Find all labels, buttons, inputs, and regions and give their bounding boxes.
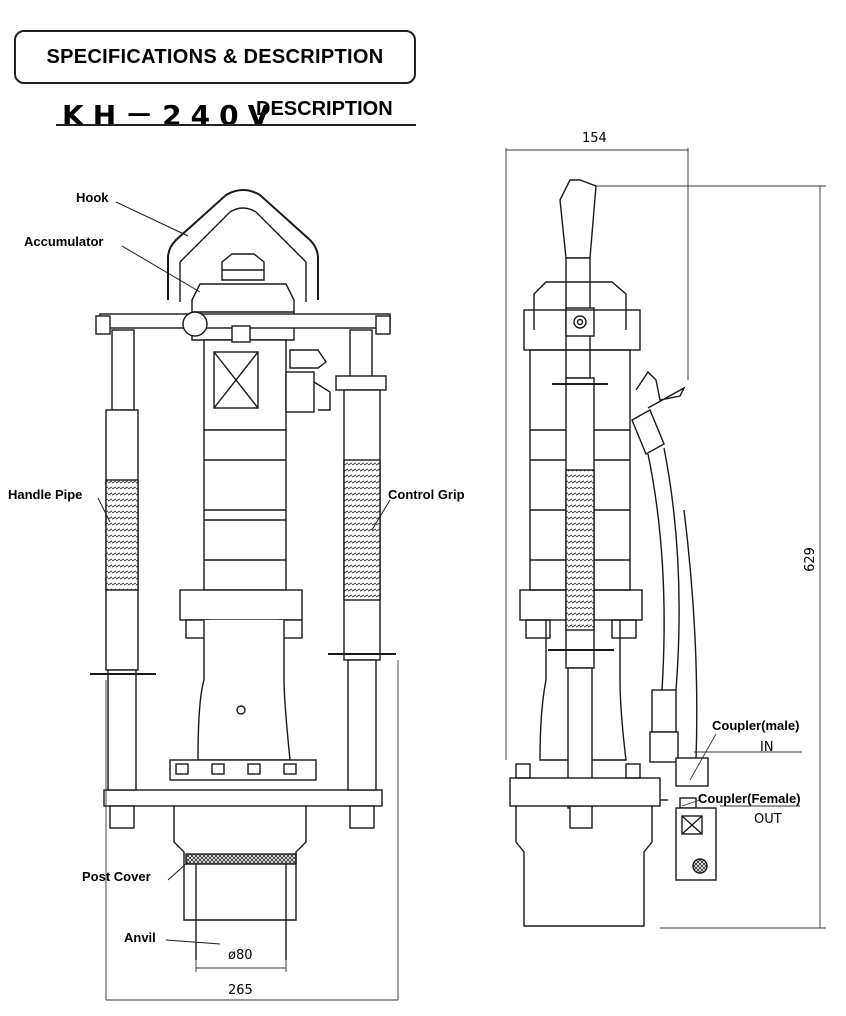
label-coupler-male: Coupler(male) [712,718,800,733]
title-underline [56,124,416,126]
side-dimensions [505,148,826,929]
dimension-height: 629 [802,547,818,572]
model-description-label: DESCRIPTION [256,98,393,120]
label-post-cover: Post Cover [82,869,151,884]
label-in: IN [760,740,774,755]
dimension-bore: ø80 [228,948,253,963]
dimension-depth: 154 [582,131,607,146]
page-title: SPECIFICATIONS & DESCRIPTION [46,45,384,68]
front-dimensions [105,660,399,1001]
spec-header-box: SPECIFICATIONS & DESCRIPTION [14,30,416,84]
label-handle-pipe: Handle Pipe [8,487,83,502]
front-view [90,189,396,960]
dimension-width: 265 [228,983,253,998]
label-control-grip: Control Grip [388,487,465,502]
label-accumulator: Accumulator [24,234,104,249]
side-view [509,179,717,927]
label-out: OUT [754,812,782,827]
label-coupler-female: Coupler(Female) [698,791,801,806]
front-leaders [97,201,391,945]
hook-shape [167,189,319,300]
model-number: KH－240V [62,99,279,132]
label-hook: Hook [76,190,109,205]
label-anvil: Anvil [124,930,156,945]
